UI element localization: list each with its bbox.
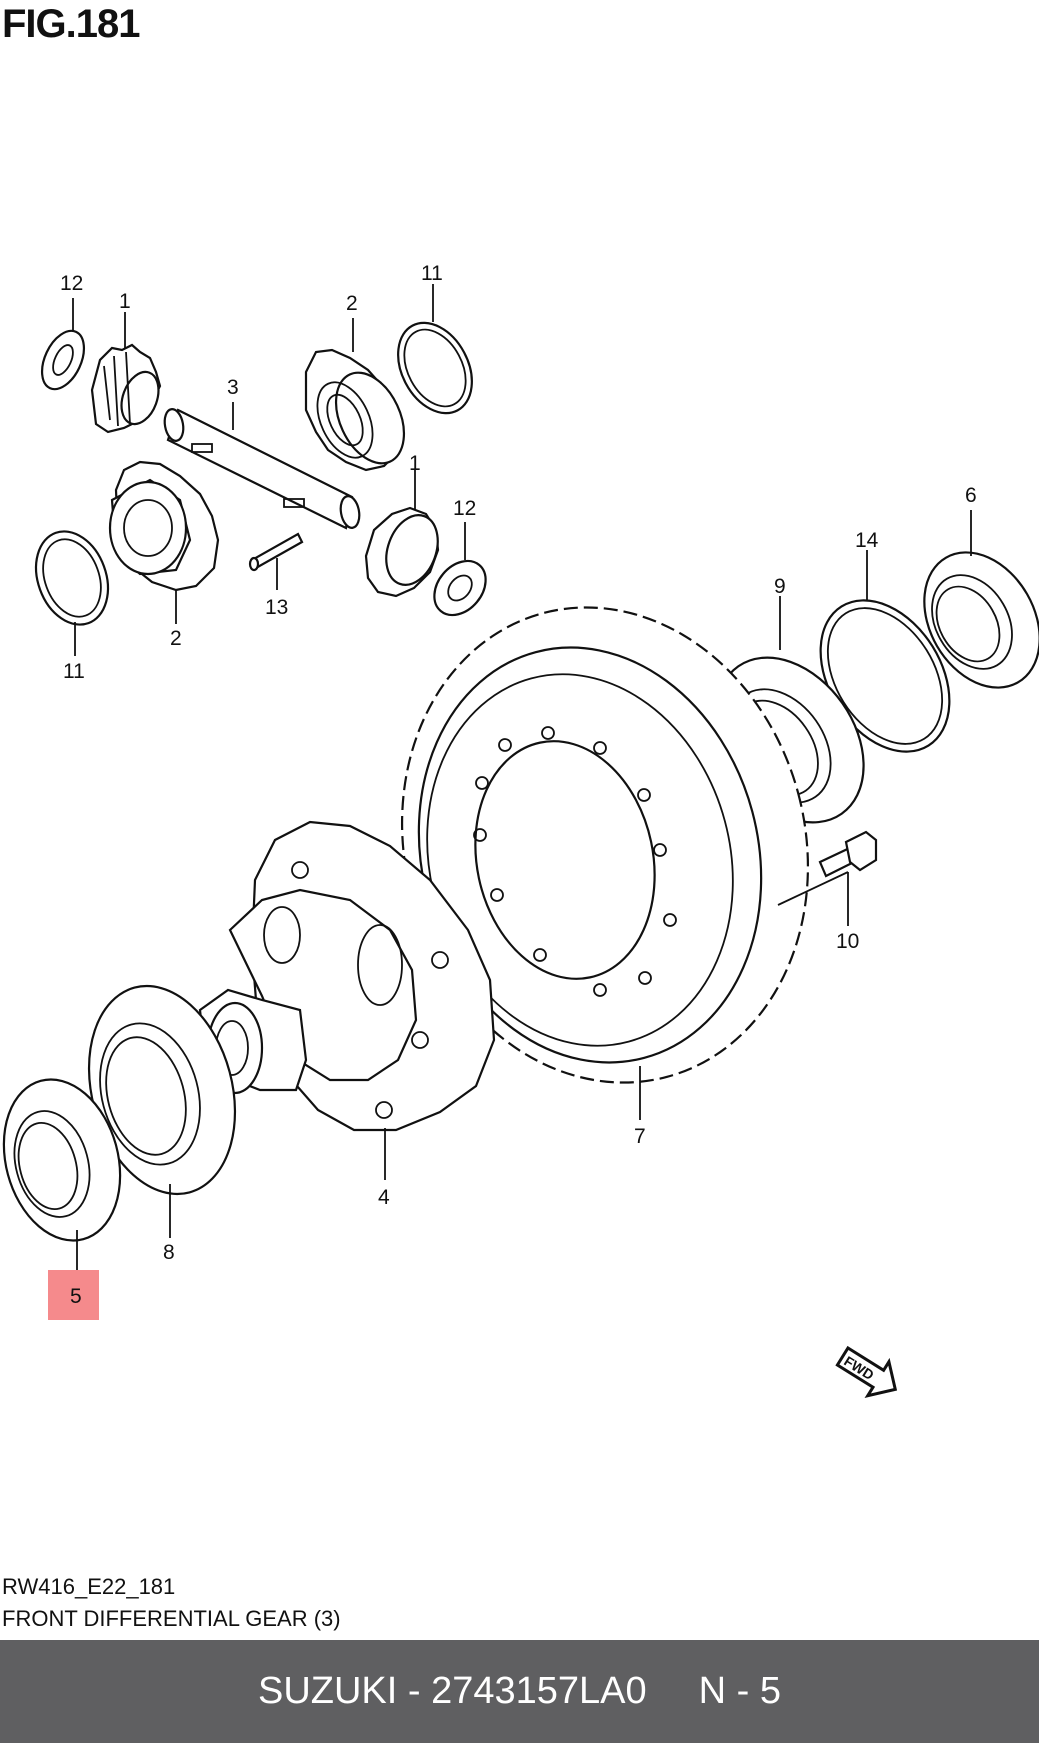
part-12-washer-lower bbox=[433, 559, 487, 617]
part-8-bearing-left bbox=[87, 984, 237, 1196]
callout-2-upper: 2 bbox=[346, 292, 358, 315]
part-4-differential-case bbox=[198, 820, 496, 1132]
callout-13: 13 bbox=[265, 596, 288, 619]
callout-5-highlighted: 5 bbox=[70, 1285, 82, 1308]
callout-7: 7 bbox=[634, 1125, 646, 1148]
part-1-pinion-lower bbox=[364, 506, 440, 598]
figure-title: FIG.181 bbox=[2, 2, 141, 46]
callout-10: 10 bbox=[836, 930, 859, 953]
footer-position: N - 5 bbox=[698, 1670, 782, 1712]
footer-bar: SUZUKI - 2743157LA0 N - 5 bbox=[0, 1640, 1039, 1743]
part-6-oil-seal-right bbox=[923, 551, 1039, 689]
callout-4: 4 bbox=[378, 1186, 390, 1209]
callout-1-lower: 1 bbox=[409, 452, 421, 475]
figure-name: FRONT DIFFERENTIAL GEAR (3) bbox=[2, 1606, 341, 1631]
callout-3: 3 bbox=[227, 376, 239, 399]
part-11-shim-upper bbox=[397, 321, 473, 415]
figure-code: RW416_E22_181 bbox=[2, 1574, 176, 1599]
part-5-oil-seal-left bbox=[2, 1078, 122, 1242]
fwd-arrow-icon: FWD bbox=[835, 1345, 898, 1398]
callout-2-lower: 2 bbox=[170, 627, 182, 650]
part-11-shim-lower bbox=[34, 530, 110, 626]
callout-6: 6 bbox=[965, 484, 977, 507]
callout-1-upper: 1 bbox=[119, 290, 131, 313]
part-14-shim-ring bbox=[819, 599, 951, 753]
part-7-final-gear bbox=[400, 606, 810, 1084]
part-3-pinion-shaft bbox=[163, 408, 361, 530]
callout-labels: 12 1 2 11 3 1 12 13 2 11 6 14 9 10 7 4 8… bbox=[60, 262, 977, 1308]
callout-9: 9 bbox=[774, 575, 786, 598]
part-2-side-gear-lower bbox=[108, 460, 220, 592]
callout-8: 8 bbox=[163, 1241, 175, 1264]
callout-11-upper: 11 bbox=[421, 262, 443, 285]
part-12-washer-upper bbox=[40, 329, 86, 391]
part-10-bolt bbox=[818, 830, 878, 878]
callout-12-upper: 12 bbox=[60, 272, 83, 295]
part-13-pin bbox=[248, 532, 304, 572]
callout-14: 14 bbox=[855, 529, 879, 552]
exploded-parts-diagram: FWD 12 1 2 11 3 1 12 13 2 11 6 14 bbox=[2, 262, 1039, 1398]
part-1-pinion-upper bbox=[90, 343, 162, 434]
part-2-side-gear-upper bbox=[304, 348, 406, 472]
highlight-box-5 bbox=[48, 1270, 99, 1320]
callout-12-lower: 12 bbox=[453, 497, 476, 520]
footer-brand-part: SUZUKI - 2743157LA0 bbox=[257, 1670, 647, 1712]
leader-lines bbox=[72, 284, 972, 1270]
callout-11-lower: 11 bbox=[63, 660, 85, 683]
